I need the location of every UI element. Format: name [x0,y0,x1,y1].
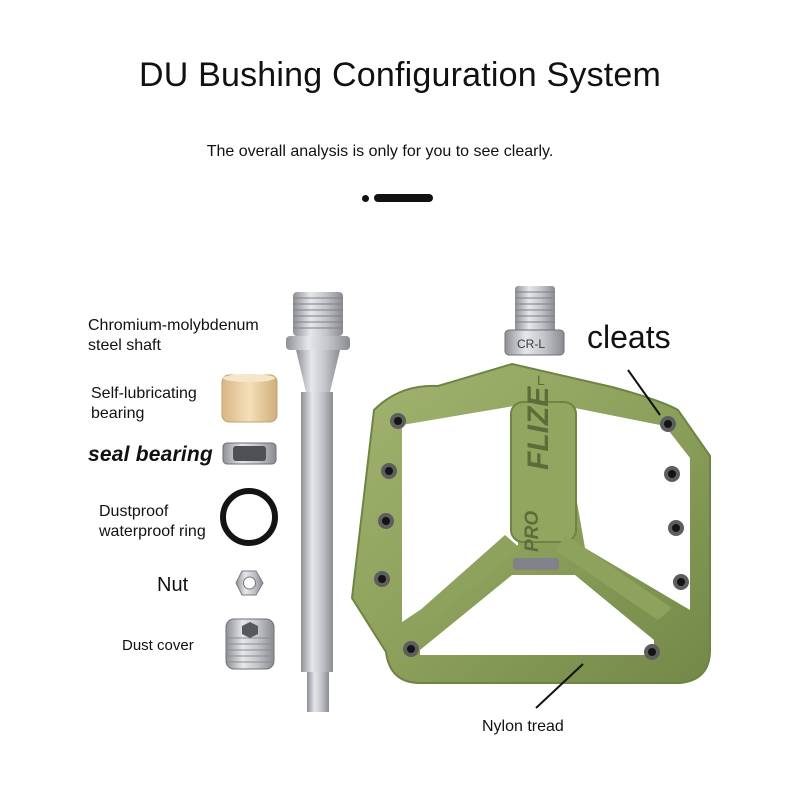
divider-bar [374,194,433,202]
page-title: DU Bushing Configuration System [138,56,662,94]
nylon-tread-leader-line [535,663,584,709]
model-text: PRO [522,511,543,552]
side-mark-text: L [537,372,545,388]
cleats-leader-line [627,369,661,416]
dust-cover-part [225,618,275,670]
self-lubricating-bearing-part [221,374,278,423]
pedal-body: CR-L L FLIZE PRO [350,286,711,684]
divider-dot [362,195,369,202]
page-subtitle: The overall analysis is only for you to … [206,143,554,160]
label-nut: Nut [157,574,189,596]
brand-text: FLIZE [522,386,555,470]
nut-part [235,570,264,596]
label-steel-shaft: Chromium-molybdenum steel shaft [88,317,259,354]
seal-bearing-part [222,442,277,465]
dustproof-ring-part [220,488,278,546]
label-dustproof-ring: Dustproof waterproof ring [99,503,206,540]
label-self-lubricating-bearing: Self-lubricating bearing [91,385,197,422]
label-nylon-tread: Nylon tread [482,718,564,735]
steel-shaft [286,292,350,712]
label-seal-bearing: seal bearing [88,443,213,466]
label-dust-cover: Dust cover [122,637,194,654]
thread-mark-text: CR-L [517,337,545,351]
label-cleats: cleats [587,319,671,355]
